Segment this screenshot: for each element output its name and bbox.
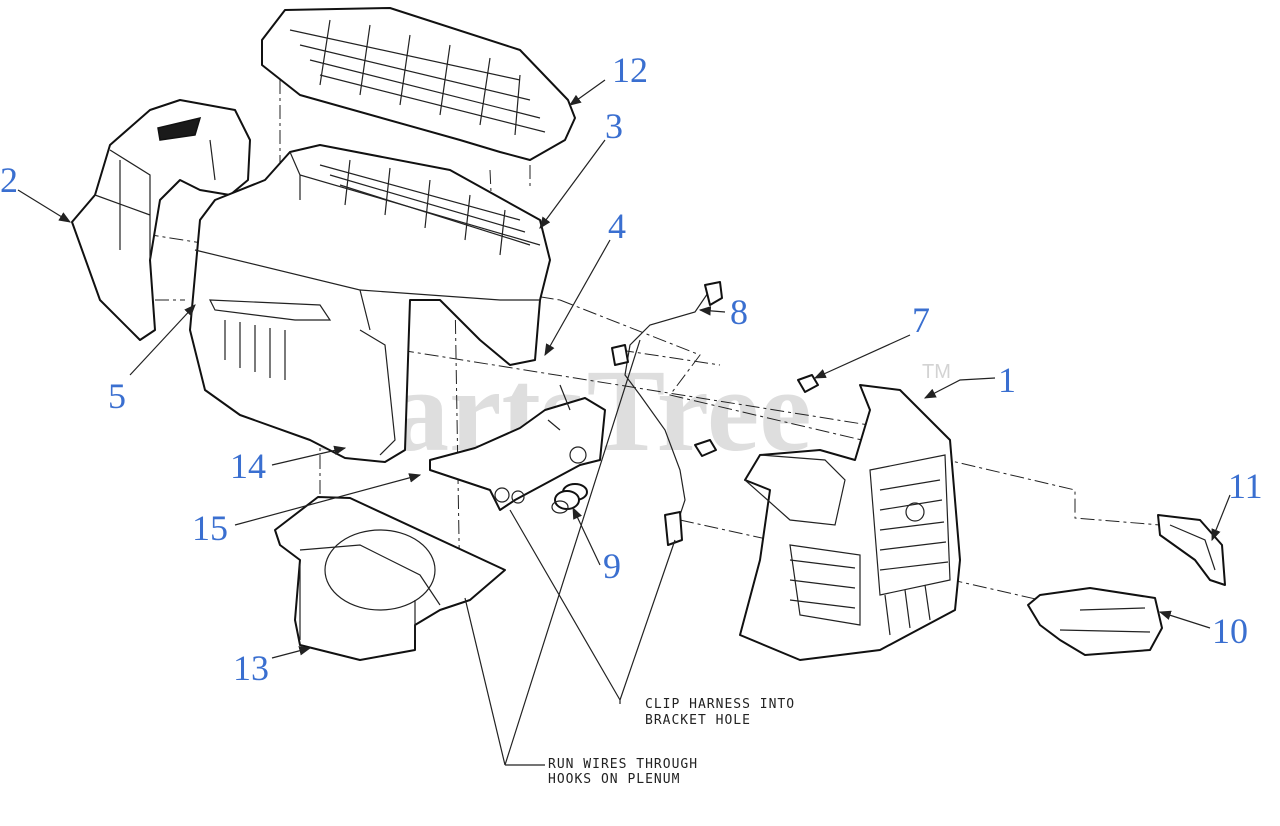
hood-body-part xyxy=(189,144,551,463)
note-run-wires-line2: HOOKS ON PLENUM xyxy=(548,772,680,787)
callout-14: 14 xyxy=(230,446,266,486)
front-grille-part xyxy=(739,384,961,661)
note-clip-harness-line2: BRACKET HOLE xyxy=(645,713,751,728)
plug-part xyxy=(694,374,819,457)
callout-13: 13 xyxy=(233,648,269,688)
headlight-bezel-part xyxy=(1157,514,1226,586)
callout-5: 5 xyxy=(108,376,126,416)
bracket-part xyxy=(429,384,606,511)
callout-10: 10 xyxy=(1212,611,1248,651)
plenum-part xyxy=(274,496,506,661)
leader-lines xyxy=(17,79,1231,766)
callout-4: 4 xyxy=(608,206,626,246)
cover-part xyxy=(1027,587,1163,656)
side-panel-part xyxy=(71,99,251,341)
note-clip-harness-line1: CLIP HARNESS INTO xyxy=(645,697,795,712)
callout-15: 15 xyxy=(192,508,228,548)
callout-7: 7 xyxy=(912,300,930,340)
callout-2: 2 xyxy=(0,160,18,200)
callout-11: 11 xyxy=(1228,466,1263,506)
assembly-notes: CLIP HARNESS INTO BRACKET HOLE RUN WIRES… xyxy=(548,697,795,787)
top-grille-part xyxy=(261,7,576,161)
bushing-part xyxy=(551,483,588,514)
callout-9: 9 xyxy=(603,546,621,586)
callout-8: 8 xyxy=(730,292,748,332)
wire-harness-part xyxy=(611,281,723,546)
callout-3: 3 xyxy=(605,106,623,146)
note-run-wires-line1: RUN WIRES THROUGH xyxy=(548,757,698,772)
watermark-trademark: TM xyxy=(922,361,951,383)
callout-1: 1 xyxy=(998,360,1016,400)
callout-numbers: 2 12 3 4 5 7 8 1 11 10 14 15 9 13 xyxy=(0,50,1263,688)
callout-12: 12 xyxy=(612,50,648,90)
